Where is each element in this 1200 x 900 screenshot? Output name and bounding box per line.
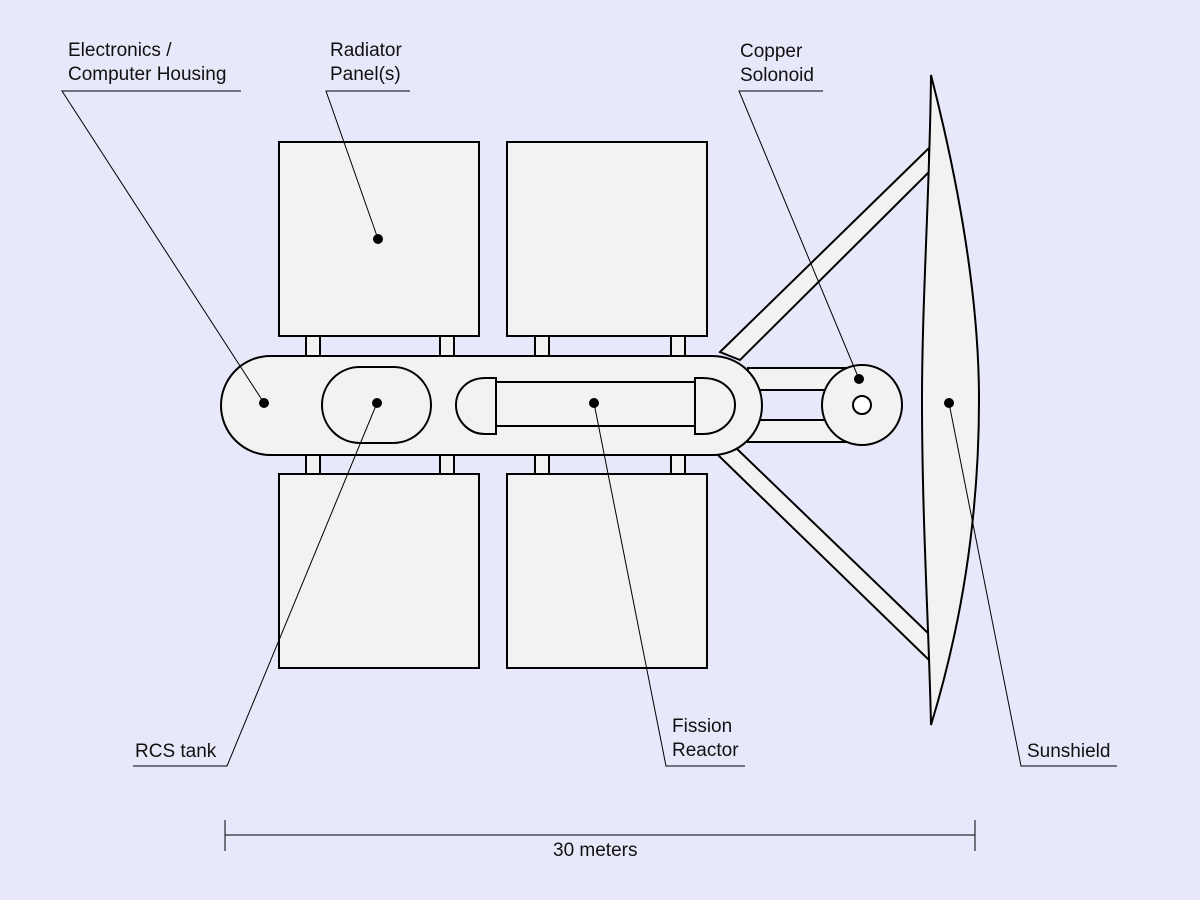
label-solenoid-line2: Solonoid <box>740 65 814 86</box>
radiator-connector <box>439 454 455 475</box>
lower-strut <box>716 445 930 663</box>
radiator-connector <box>534 335 550 357</box>
marker-radiator <box>373 234 383 244</box>
radiator-connector <box>439 335 455 357</box>
label-sunshield: Sunshield <box>1027 740 1110 764</box>
marker-solenoid <box>854 374 864 384</box>
label-radiator: Radiator Panel(s) <box>330 39 402 87</box>
radiator-connector <box>534 454 550 475</box>
radiator-connector <box>305 335 321 357</box>
label-radiator-line2: Panel(s) <box>330 64 401 85</box>
radiator-connector <box>670 335 686 357</box>
leader-sunshield <box>948 402 1117 767</box>
label-reactor: Fission Reactor <box>672 715 739 763</box>
leader-radiator <box>325 90 410 240</box>
marker-electronics <box>259 398 269 408</box>
label-electronics-line1: Electronics / <box>68 40 172 61</box>
reactor-right-cap <box>694 377 737 435</box>
label-reactor-line2: Reactor <box>672 740 739 761</box>
leader-solenoid <box>738 90 860 380</box>
label-reactor-line1: Fission <box>672 716 733 737</box>
radiator-panel <box>278 473 480 669</box>
upper-strut <box>718 145 930 362</box>
reactor-left-cap <box>454 377 497 435</box>
label-rcs: RCS tank <box>135 740 216 764</box>
label-rcs-line1: RCS tank <box>135 741 217 762</box>
label-electronics: Electronics / Computer Housing <box>68 39 226 87</box>
label-solenoid-line1: Copper <box>740 41 803 62</box>
label-solenoid: Copper Solonoid <box>740 40 814 88</box>
radiator-panel <box>506 141 708 337</box>
marker-sunshield <box>944 398 954 408</box>
label-radiator-line1: Radiator <box>330 40 402 61</box>
solenoid-core <box>852 395 872 415</box>
leader-reactor <box>593 402 745 767</box>
scale-label-text: 30 meters <box>553 840 638 861</box>
radiator-panel <box>506 473 708 669</box>
leader-rcs <box>133 402 378 767</box>
label-sunshield-line1: Sunshield <box>1027 741 1111 762</box>
marker-rcs <box>372 398 382 408</box>
scale-label: 30 meters <box>553 839 637 863</box>
radiator-connector <box>670 454 686 475</box>
radiator-connector <box>305 454 321 475</box>
label-electronics-line2: Computer Housing <box>68 64 227 85</box>
marker-reactor <box>589 398 599 408</box>
leader-electronics <box>61 90 265 404</box>
